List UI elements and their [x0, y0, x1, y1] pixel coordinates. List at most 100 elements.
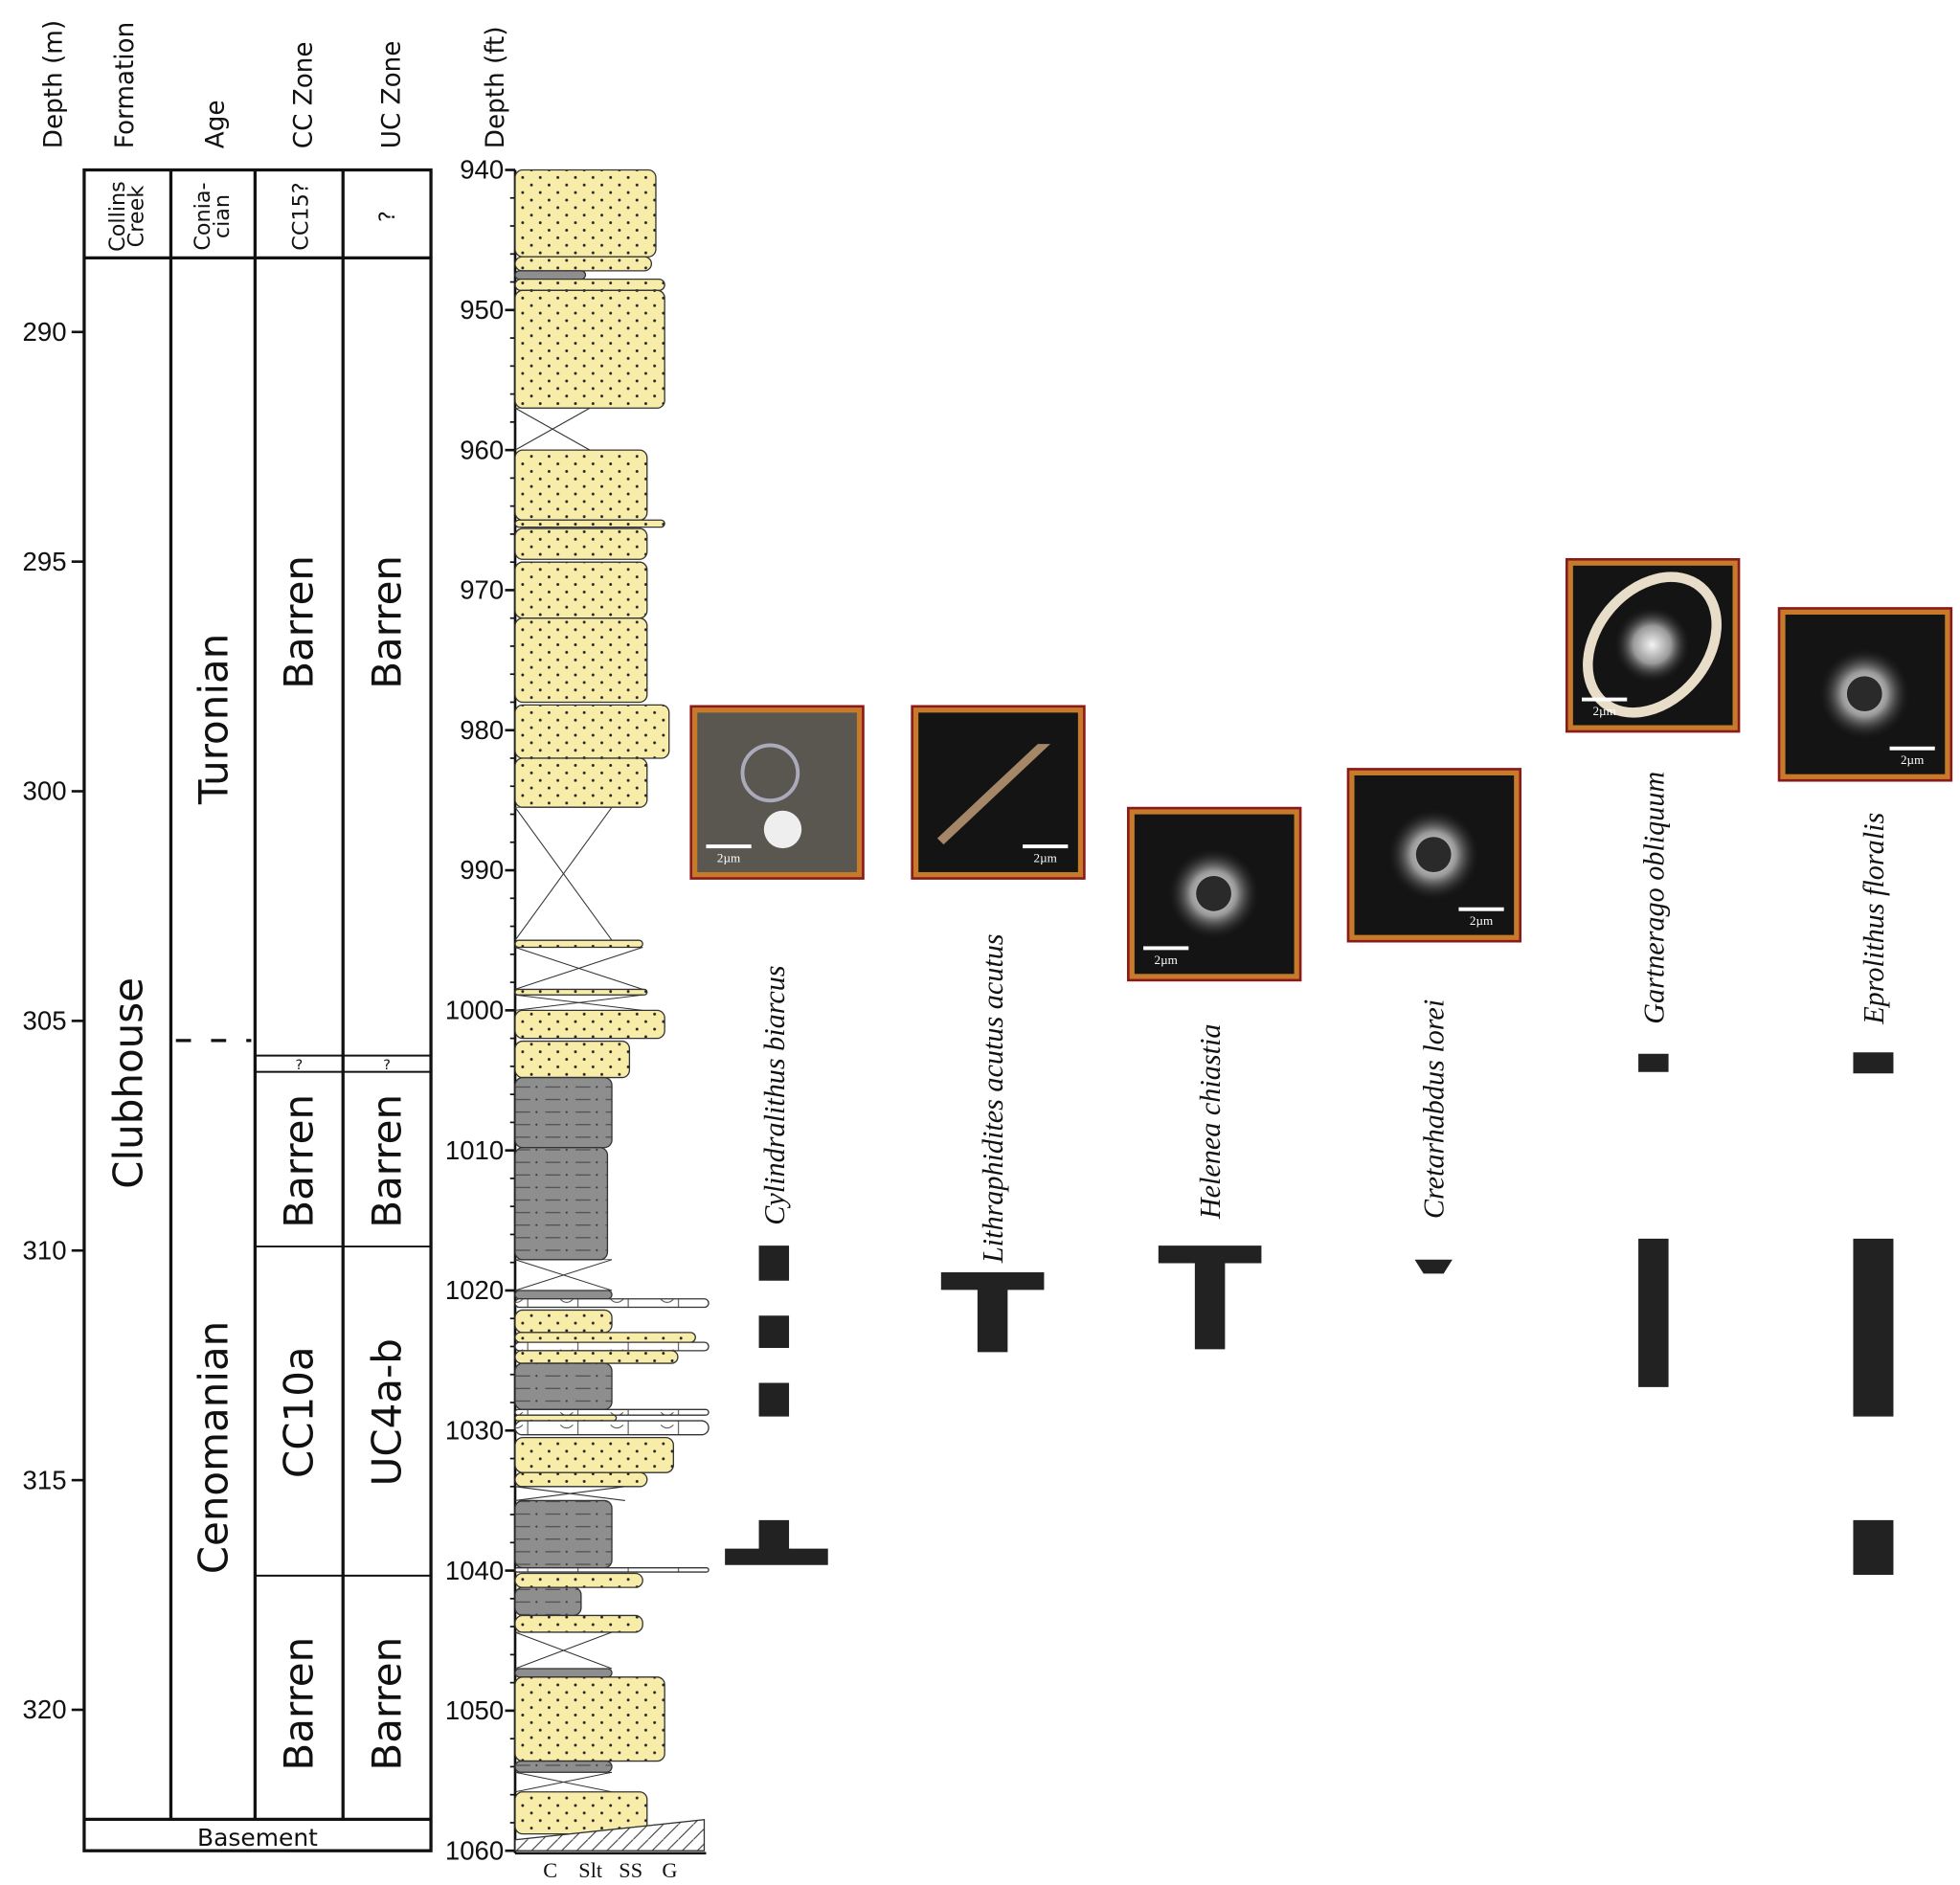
depth-m-label: 305	[23, 1006, 67, 1036]
grain-size-label: C	[543, 1858, 557, 1882]
specimen-photo: 2µm	[1127, 806, 1302, 982]
covered-interval	[514, 407, 591, 451]
range-marker	[1638, 1238, 1669, 1387]
scale-bar-label: 2µm	[1034, 851, 1057, 865]
species-name: Cylindralithus biarcus	[758, 965, 791, 1224]
cc-zone-barren-1: Barren	[276, 555, 323, 689]
scale-bar-label: 2µm	[717, 851, 740, 865]
grain-size-label: SS	[619, 1858, 642, 1882]
header-uc-zone: UC Zone	[377, 41, 406, 149]
range-marker	[1853, 1052, 1894, 1074]
range-marker	[758, 1245, 790, 1281]
species-name: Gartnerago obliquum	[1637, 772, 1670, 1024]
sand-bed	[514, 1436, 674, 1473]
species-name: Helenea chiastia	[1194, 1024, 1227, 1221]
cover-diagonal	[514, 1259, 613, 1291]
uc-zone-barren-2: Barren	[364, 1094, 411, 1228]
mud-bed	[514, 1760, 613, 1773]
scale-bar	[1582, 697, 1628, 702]
sand-bed	[514, 1676, 665, 1762]
lime-bed	[514, 1298, 710, 1309]
cover-diagonal	[514, 1486, 625, 1501]
cover-diagonal	[514, 947, 643, 990]
depth-ft-label: 990	[460, 855, 504, 885]
depth-ft-label: 1020	[445, 1275, 504, 1305]
header-depth-ft: Depth (ft)	[482, 26, 510, 148]
mud-bed	[514, 1147, 609, 1261]
range-marker	[1853, 1519, 1894, 1575]
range-marker	[758, 1315, 790, 1348]
lime-bed	[514, 1420, 710, 1436]
specimen-shape	[1583, 572, 1722, 718]
sand-bed	[514, 1572, 643, 1588]
header-depth-m: Depth (m)	[39, 20, 68, 148]
scale-bar-label: 2µm	[1901, 752, 1924, 767]
lime-bed	[514, 1341, 710, 1352]
sand-bed	[514, 704, 670, 759]
age-cenomanian: Cenomanian	[191, 1321, 237, 1575]
mud-bed	[514, 270, 587, 281]
range-marker	[758, 1382, 790, 1417]
depth-m-label: 315	[23, 1465, 67, 1494]
mud-bed	[514, 1668, 613, 1678]
species-name: Cretarhabdus lorei	[1418, 999, 1451, 1219]
sand-bed	[514, 561, 648, 619]
sand-bed	[514, 278, 665, 291]
scale-bar	[1143, 946, 1189, 951]
sand-bed	[514, 449, 648, 521]
lime-bed	[514, 1408, 710, 1416]
mud-bed	[514, 1499, 613, 1569]
header-cc-zone: CC Zone	[289, 41, 318, 148]
cc-zone-cc15: CC15?	[288, 182, 313, 250]
specimen-center	[763, 810, 802, 849]
uc-zone-uc4a-b: UC4a-b	[364, 1338, 411, 1486]
sand-bed	[514, 1009, 665, 1040]
covered-interval	[514, 806, 613, 941]
lithology-column	[514, 168, 710, 1855]
specimen-photo: 2µm	[1346, 768, 1522, 943]
cover-diagonal	[514, 407, 591, 451]
sand-bed	[514, 289, 665, 409]
range-marker	[1853, 1238, 1894, 1417]
sand-bed	[514, 1614, 643, 1633]
uc-zone-unknown: ?	[375, 211, 400, 222]
specimen-photo: 2µm	[689, 705, 865, 880]
range-marker	[940, 1271, 1045, 1353]
covered-interval	[514, 1771, 613, 1793]
scale-bar-label: 2µm	[1592, 704, 1615, 718]
specimen-center	[1415, 837, 1452, 873]
basement-label: Basement	[197, 1824, 318, 1851]
depth-ft-label: 980	[460, 715, 504, 745]
grain-size-label: G	[662, 1858, 677, 1882]
species-name: Lithraphidites acutus acutus	[977, 933, 1009, 1264]
mud-bed	[514, 1076, 613, 1149]
covered-interval	[514, 1631, 613, 1670]
basement-bed	[514, 1819, 706, 1851]
depth-m-label: 310	[23, 1235, 67, 1265]
sand-bed	[514, 519, 665, 528]
range-marker	[1414, 1259, 1453, 1274]
species-name: Eprolithus floralis	[1858, 813, 1890, 1025]
depth-ft-label: 1050	[445, 1695, 504, 1725]
range-marker	[725, 1519, 828, 1565]
covered-interval	[514, 1259, 613, 1291]
sand-bed	[514, 1040, 631, 1079]
cc-zone-barren-2: Barren	[276, 1094, 323, 1228]
sand-bed	[514, 1414, 618, 1422]
scale-bar	[1889, 746, 1935, 751]
specimen-shape	[936, 744, 1050, 845]
cc-zone-question: ?	[295, 1058, 303, 1073]
sand-bed	[514, 256, 653, 272]
depth-ft-label: 960	[460, 435, 504, 464]
covered-interval	[514, 947, 643, 990]
depth-ft-label: 1030	[445, 1415, 504, 1445]
scale-bar-label: 2µm	[1155, 953, 1178, 967]
specimen-center	[1846, 676, 1882, 712]
